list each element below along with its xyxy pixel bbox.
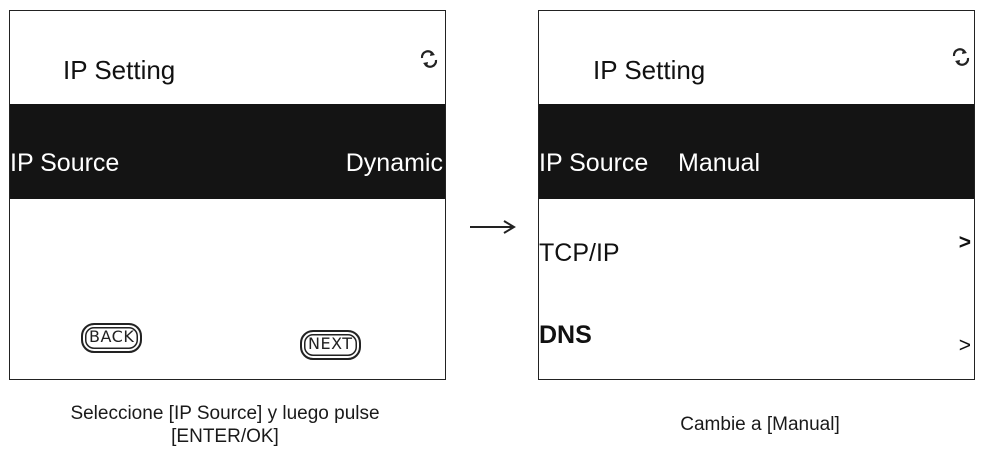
ip-source-row[interactable]: IP Source Dynamic [10,104,445,199]
menu-item-label: TCP/IP [539,239,620,267]
ip-source-value: Manual [678,149,760,177]
refresh-icon [952,48,970,66]
ip-source-row[interactable]: IP Source Manual [539,104,974,199]
ip-source-label: IP Source [10,149,120,177]
arrow-right-icon [470,220,516,234]
chevron-right-icon: > [958,334,971,357]
refresh-icon [420,50,438,68]
page-title: IP Setting [593,55,706,85]
menu-item-label: DNS [539,321,592,349]
page-title: IP Setting [63,55,176,85]
caption-after: Cambie a [Manual] [680,414,840,435]
device-screen-before: IP Setting IP Source Dynamic BACK NEXT [9,10,446,380]
caption-before: Seleccione [IP Source] y luego pulse [EN… [70,403,380,447]
chevron-right-icon: > [958,231,971,254]
back-button[interactable]: BACK [81,323,143,353]
ip-source-label: IP Source [539,149,649,177]
next-button[interactable]: NEXT [300,330,361,360]
ip-source-value: Dynamic [345,149,443,177]
device-screen-after: IP Setting IP Source Manual TCP/IP > DNS… [538,10,975,380]
